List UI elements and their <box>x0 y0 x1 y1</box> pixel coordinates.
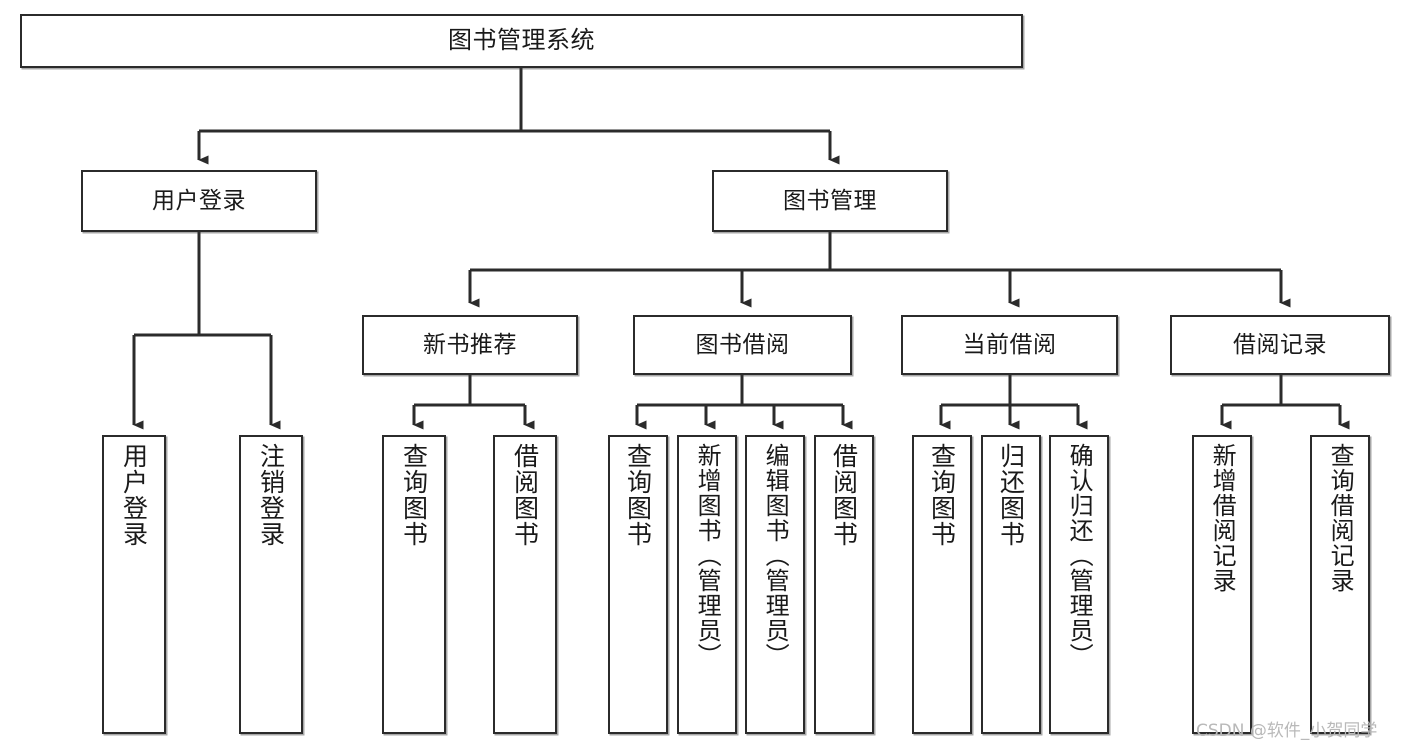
node-label: 编辑图书（管理员） <box>761 443 790 668</box>
node-leaf-add-book[interactable]: 新增图书（管理员） <box>677 435 737 734</box>
node-label: 新增借阅记录 <box>1208 443 1237 593</box>
node-user-login[interactable]: 用户登录 <box>81 170 317 232</box>
node-root-book-management-system[interactable]: 图书管理系统 <box>20 14 1023 68</box>
node-leaf-confirm-return[interactable]: 确认归还（管理员） <box>1049 435 1109 734</box>
node-leaf-borrow-book-2[interactable]: 借阅图书 <box>814 435 874 734</box>
node-label: 借阅记录 <box>1233 331 1327 358</box>
node-label: 确认归还（管理员） <box>1065 443 1094 668</box>
node-label: 图书管理系统 <box>448 26 595 55</box>
node-leaf-user-login[interactable]: 用户登录 <box>102 435 166 734</box>
node-label: 用户登录 <box>152 187 246 214</box>
node-leaf-logout-login[interactable]: 注销登录 <box>239 435 303 734</box>
node-book-borrow[interactable]: 图书借阅 <box>633 315 852 375</box>
node-label: 查询借阅记录 <box>1326 443 1355 593</box>
node-new-book-recommend[interactable]: 新书推荐 <box>362 315 578 375</box>
node-label: 当前借阅 <box>962 331 1057 358</box>
node-leaf-add-record[interactable]: 新增借阅记录 <box>1192 435 1252 734</box>
node-current-borrow[interactable]: 当前借阅 <box>901 315 1118 375</box>
watermark-text: CSDN @软件_小贺同学 <box>1196 721 1378 741</box>
node-label: 借阅图书 <box>510 443 540 547</box>
node-leaf-return-book[interactable]: 归还图书 <box>981 435 1041 734</box>
node-label: 图书管理 <box>783 187 877 214</box>
node-label: 图书借阅 <box>695 331 790 358</box>
node-label: 用户登录 <box>119 443 149 547</box>
node-label: 查询图书 <box>623 443 653 547</box>
node-label: 归还图书 <box>996 443 1026 547</box>
node-label: 新书推荐 <box>423 331 517 358</box>
node-borrow-record[interactable]: 借阅记录 <box>1170 315 1390 375</box>
node-book-manage[interactable]: 图书管理 <box>712 170 948 232</box>
node-leaf-query-record[interactable]: 查询借阅记录 <box>1310 435 1370 734</box>
node-label: 新增图书（管理员） <box>693 443 722 668</box>
node-leaf-borrow-book-1[interactable]: 借阅图书 <box>493 435 557 734</box>
node-leaf-edit-book[interactable]: 编辑图书（管理员） <box>745 435 805 734</box>
node-leaf-query-book-3[interactable]: 查询图书 <box>912 435 972 734</box>
node-label: 借阅图书 <box>829 443 859 547</box>
node-label: 查询图书 <box>399 443 429 547</box>
node-label: 查询图书 <box>927 443 957 547</box>
node-label: 注销登录 <box>256 443 286 547</box>
node-leaf-query-book-1[interactable]: 查询图书 <box>382 435 446 734</box>
node-leaf-query-book-2[interactable]: 查询图书 <box>608 435 668 734</box>
